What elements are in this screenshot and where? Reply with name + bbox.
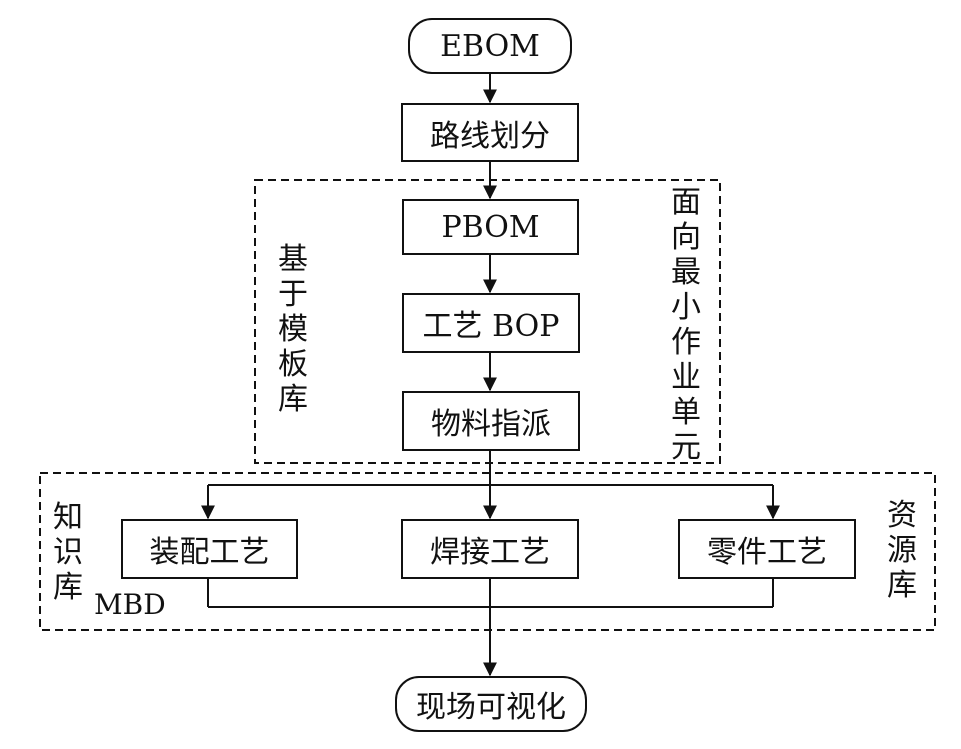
process-bop-node: 工艺 BOP: [402, 293, 580, 353]
pbom-node: PBOM: [402, 199, 579, 255]
mbd-label: MBD: [94, 588, 166, 621]
ebom-node: EBOM: [408, 18, 572, 74]
welding-process-node: 焊接工艺: [401, 519, 579, 579]
assembly-process-node: 装配工艺: [121, 519, 298, 579]
template-library-label: 基于模板库: [278, 242, 308, 417]
material-assignment-node: 物料指派: [402, 391, 580, 451]
template-group-region: [254, 179, 721, 464]
parts-process-node: 零件工艺: [678, 519, 856, 579]
route-division-node: 路线划分: [401, 103, 579, 162]
site-visualization-node: 现场可视化: [395, 676, 587, 732]
min-work-unit-label: 面向最小作业单元: [671, 185, 701, 465]
resource-library-label: 资源库: [887, 498, 917, 603]
knowledge-group-region: [39, 472, 936, 631]
knowledge-library-label: 知识库: [53, 500, 83, 605]
